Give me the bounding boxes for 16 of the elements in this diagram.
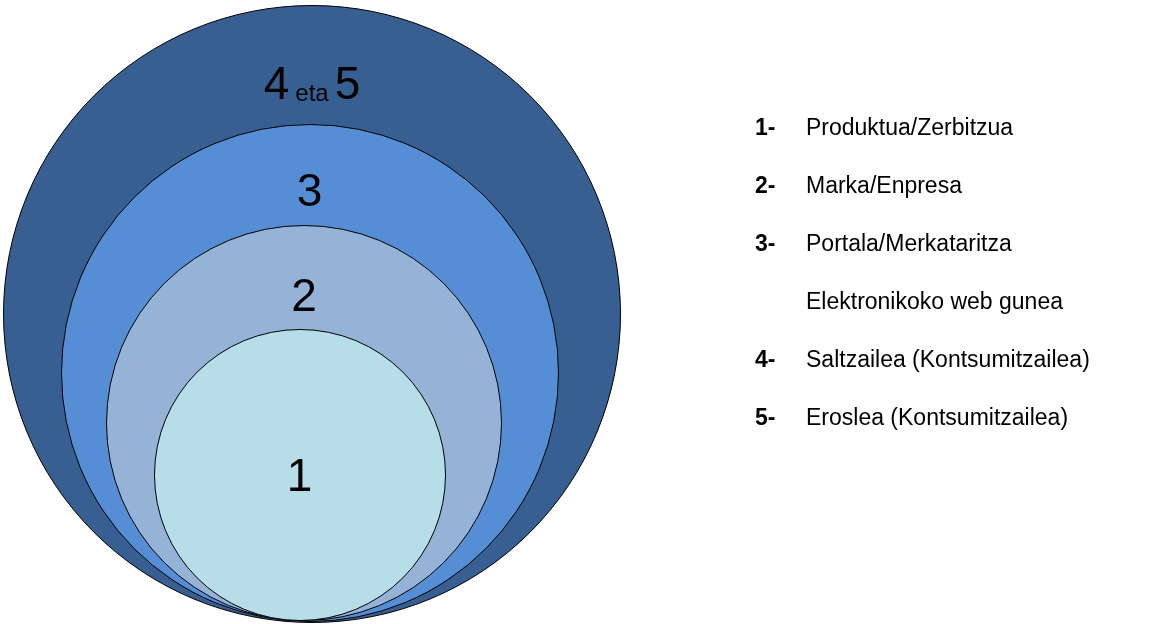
list-number: 2- (755, 171, 776, 200)
circle-label: 5 (334, 58, 361, 108)
list-text: Marka/Enpresa (806, 171, 963, 200)
list-number: 5- (755, 403, 776, 432)
list-text: Portala/Merkataritza Elektronikoko web gunea (806, 229, 1064, 316)
list-number: 4- (755, 345, 776, 374)
list-number: 3- (755, 229, 776, 258)
circle-label: 1 (286, 449, 313, 500)
list-text: Produktua/Zerbitzua (806, 113, 1015, 142)
circle-label: 3 (296, 164, 323, 215)
list-number: 1- (755, 113, 776, 142)
circle-label: 2 (291, 270, 317, 320)
list-text: Saltzailea (Kontsumitzailea) (806, 345, 1091, 374)
circle-label: 4 (263, 58, 290, 108)
circle-label: eta (295, 78, 329, 108)
list-text: Eroslea (Kontsumitzailea) (806, 403, 1070, 432)
